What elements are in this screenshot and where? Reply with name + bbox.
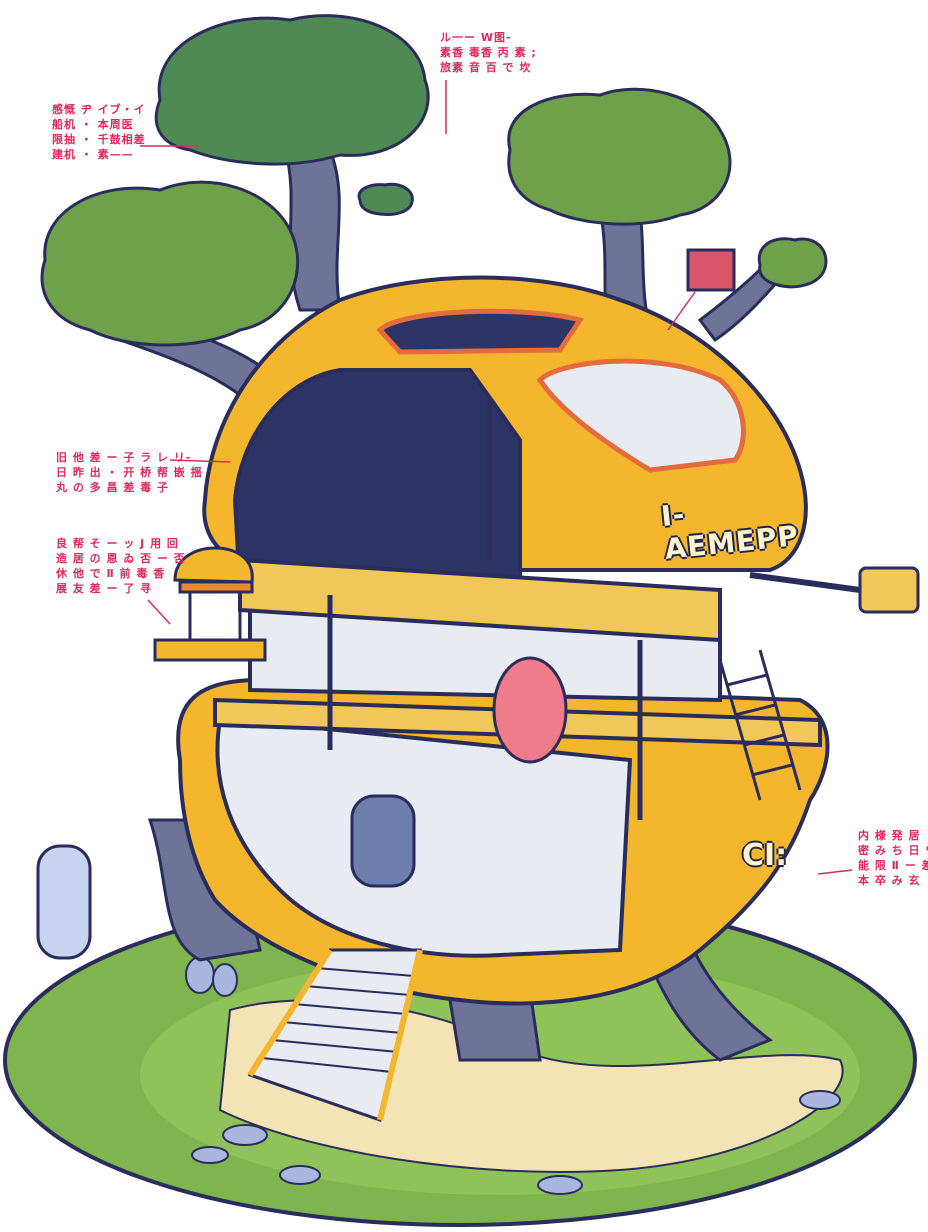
round-door bbox=[350, 794, 416, 888]
hull-sign-lower: CI: bbox=[742, 838, 788, 873]
callout-top-center: ル一ー W图- 素香 毒香 丙 素 ; 旅素 音 百 で 坎 bbox=[440, 30, 537, 75]
callout-right: 内 様 発 居 密 み ち 日 ワ 能 限 Ⅱ ー 差 本 卒 み 玄 bbox=[858, 828, 928, 888]
callout-line: 船机 ・ 本周医 bbox=[52, 118, 134, 131]
callout-line: 建机 ・ 素—— bbox=[52, 148, 134, 161]
callout-line: 展 友 差 ー 了 寻 bbox=[56, 582, 153, 595]
stepping-stones bbox=[185, 956, 841, 1195]
red-banner bbox=[686, 248, 736, 292]
callout-line: 休 他 で Ⅱ 前 毒 香 bbox=[56, 567, 166, 580]
callout-line: 本 卒 み 玄 bbox=[858, 874, 921, 887]
callout-line: ル一ー W图- bbox=[440, 31, 512, 44]
side-gazebo bbox=[153, 546, 267, 662]
callout-line: 良 帮 そ ー ッ J 用 回 bbox=[56, 537, 179, 550]
ladder bbox=[718, 649, 802, 801]
pink-creature bbox=[492, 656, 568, 764]
callout-line: 内 様 発 居 bbox=[858, 829, 921, 842]
callout-line: 密 み ち 日 ワ bbox=[858, 844, 928, 857]
callout-line: 能 限 Ⅱ ー 差 bbox=[858, 859, 928, 872]
callout-lines bbox=[140, 80, 853, 875]
gravestone bbox=[36, 844, 92, 960]
callout-line: 旧 他 差 ー 子 ラ レ リ- bbox=[56, 451, 192, 464]
callout-top-left: 感慨 ヂ イブ・イ 船机 ・ 本周医 限抽 ・ 千鼓相差 建机 ・ 素—— bbox=[52, 102, 146, 162]
callout-line: 感慨 ヂ イブ・イ bbox=[52, 103, 146, 116]
treehouse-hull bbox=[176, 275, 830, 1006]
callout-lower-left: 良 帮 そ ー ッ J 用 回 造 居 の 恩 ゐ 否 ー 否 休 他 で Ⅱ … bbox=[56, 536, 186, 596]
staircase bbox=[247, 948, 423, 1122]
callout-line: 旅素 音 百 で 坎 bbox=[440, 61, 532, 74]
crane-arm bbox=[749, 566, 920, 614]
callout-line: 丸 の 多 昌 差 毒 子 bbox=[56, 481, 169, 494]
callout-line: 造 居 の 恩 ゐ 否 ー 否 bbox=[56, 552, 186, 565]
tree-canopies bbox=[40, 14, 828, 347]
callout-line: 素香 毒香 丙 素 ; bbox=[440, 46, 537, 59]
callout-mid-left: 旧 他 差 ー 子 ラ レ リ- 日 昨 出 ・ 开 桥 帮 嵌 揺 丸 の 多… bbox=[56, 450, 203, 495]
callout-line: 限抽 ・ 千鼓相差 bbox=[52, 133, 146, 146]
callout-line: 日 昨 出 ・ 开 桥 帮 嵌 揺 bbox=[56, 466, 203, 479]
